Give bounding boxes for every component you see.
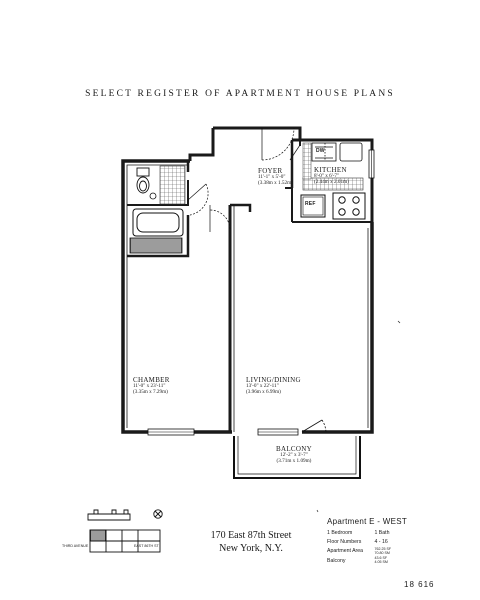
balcony-area-label: Balcony — [327, 557, 346, 564]
room-balcony-dim-m: (3.71m x 1.09m) — [276, 457, 312, 464]
room-balcony-dim-ft: 12'-2" x 3'-7" — [280, 452, 308, 459]
floor-numbers-value: 4 - 16 — [374, 539, 388, 545]
dishwasher-label: DW — [316, 148, 325, 154]
room-kitchen-name: KITCHEN — [314, 166, 347, 174]
room-chamber-dim-ft: 11'-0" x 23'-11" — [133, 383, 166, 390]
balcony-area-row: Balcony 43.6 SF 4.05 SM — [327, 556, 447, 565]
bedrooms-value: 1 Bedroom — [327, 530, 353, 536]
room-balcony-name: BALCONY — [276, 445, 312, 453]
room-kitchen: KITCHEN 8'-0" x 6'-7" (2.44m x 2.01m) — [314, 166, 349, 185]
room-living-name: LIVING/DINING — [246, 376, 301, 384]
apartment-area-sf: 762.25 SF — [374, 547, 392, 551]
keyplan-right-label: EAST 86TH ST — [134, 544, 159, 548]
building-address: 170 East 87th Street New York, N.Y. — [196, 529, 306, 555]
apartment-area-sm: 70.80 SM — [374, 551, 390, 555]
floor-numbers-row: Floor Numbers 4 - 16 — [327, 538, 447, 547]
room-foyer-dim-m: (3.38m x 1.52m) — [258, 179, 293, 186]
room-kitchen-dim-ft: 8'-0" x 6'-7" — [314, 173, 340, 180]
room-balcony: BALCONY 12'-2" x 3'-7" (3.71m x 1.09m) — [276, 445, 312, 464]
bath-value: 1 Bath — [374, 530, 390, 536]
keyplan-left-label: THIRD AVENUE — [62, 544, 89, 548]
page-number: 18 616 — [404, 580, 435, 589]
room-foyer: FOYER 11'-1" x 5'-0" (3.38m x 1.52m) — [258, 167, 293, 186]
page-title: SELECT REGISTER OF APARTMENT HOUSE PLANS — [85, 89, 395, 99]
room-kitchen-dim-m: (2.44m x 2.01m) — [314, 178, 349, 185]
apartment-area-row: Apartment Area 762.25 SF 70.80 SM — [327, 547, 447, 556]
north-arrow-icon — [153, 509, 163, 519]
room-living-dining: LIVING/DINING 13'-0" x 22'-11" (3.96m x … — [246, 376, 301, 395]
refrigerator-label: REF — [305, 201, 316, 207]
floor-numbers-label: Floor Numbers — [327, 539, 362, 545]
room-living-dim-m: (3.96m x 6.99m) — [246, 388, 281, 395]
room-foyer-dim-ft: 11'-1" x 5'-0" — [258, 174, 286, 181]
room-foyer-name: FOYER — [258, 167, 283, 175]
key-plan — [87, 509, 163, 553]
apartment-rooms-row: 1 Bedroom 1 Bath — [327, 529, 447, 538]
balcony-area-sm: 4.05 SM — [374, 560, 388, 565]
address-line-2: New York, N.Y. — [219, 543, 283, 554]
address-line-1: 170 East 87th Street — [210, 530, 292, 541]
balcony-area-values: 43.6 SF 4.05 SM — [374, 556, 387, 564]
apartment-area-label: Apartment Area — [327, 548, 364, 555]
apartment-title: Apartment E - WEST — [327, 517, 408, 526]
room-chamber-dim-m: (3.35m x 7.29m) — [133, 388, 168, 395]
apartment-info: Apartment E - WEST 1 Bedroom 1 Bath Floo… — [327, 517, 447, 566]
room-chamber-name: CHAMBER — [133, 376, 170, 384]
room-living-dim-ft: 13'-0" x 22'-11" — [246, 383, 279, 390]
room-chamber: CHAMBER 11'-0" x 23'-11" (3.35m x 7.29m) — [133, 376, 170, 395]
balcony-area-sf: 43.6 SF — [374, 556, 388, 561]
apartment-area-values: 762.25 SF 70.80 SM — [374, 547, 391, 555]
